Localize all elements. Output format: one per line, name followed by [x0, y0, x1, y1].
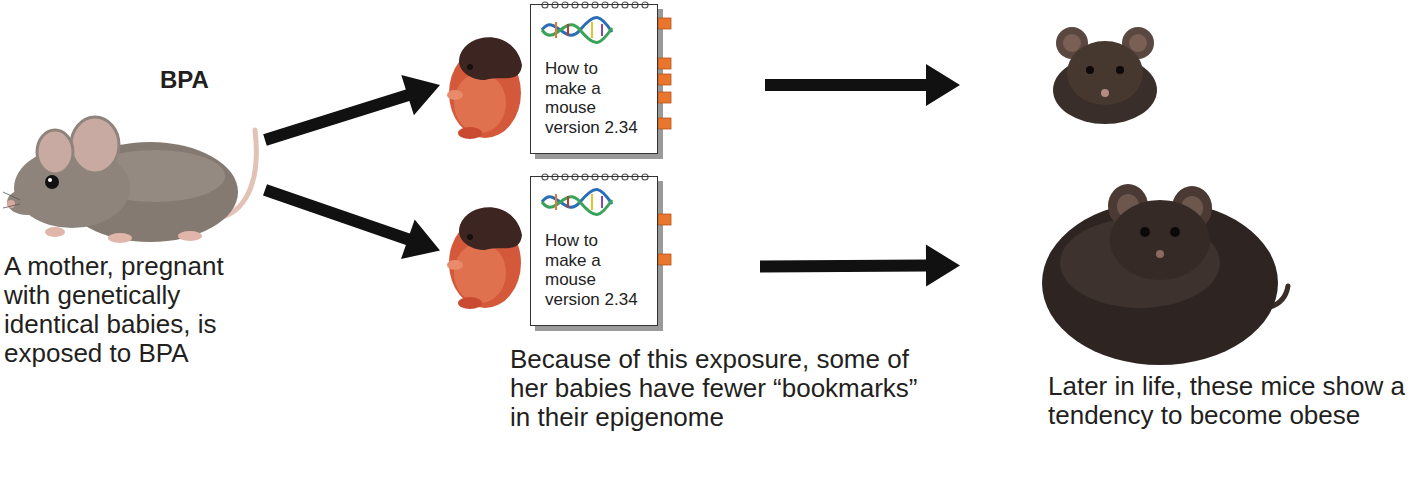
pup-picture [447, 37, 522, 139]
mother-node: BPAA mother, pregnant with genetically i… [0, 100, 265, 245]
epigenome-book: How to make a mouse version 2.34Because … [440, 172, 760, 332]
small-mouse-picture [1053, 27, 1157, 124]
arrow [765, 64, 960, 106]
book-outline: How to make a mouse version 2.34 [530, 4, 658, 154]
caption-text: A mother, pregnant with genetically iden… [4, 252, 266, 368]
obese-mouse-node: Later in life, these mice show a tendenc… [960, 165, 1290, 370]
book-picture [530, 2, 671, 159]
arrow [263, 75, 440, 146]
caption-text: Because of this exposure, some of her ba… [510, 345, 930, 432]
mother-mouse-picture [3, 117, 256, 243]
obese-mouse-picture [1042, 184, 1288, 365]
book-picture [530, 174, 671, 331]
chemical-label: BPA [160, 66, 209, 94]
book-outline: How to make a mouse version 2.34 [530, 176, 658, 326]
arrow [263, 184, 440, 259]
caption-text: Later in life, these mice show a tendenc… [1048, 372, 1414, 430]
book-title: How to make a mouse version 2.34 [545, 231, 641, 309]
pup-picture [447, 207, 522, 309]
book-title: How to make a mouse version 2.34 [545, 59, 641, 137]
epigenome-book: How to make a mouse version 2.34 [440, 0, 760, 165]
arrow [760, 245, 960, 287]
